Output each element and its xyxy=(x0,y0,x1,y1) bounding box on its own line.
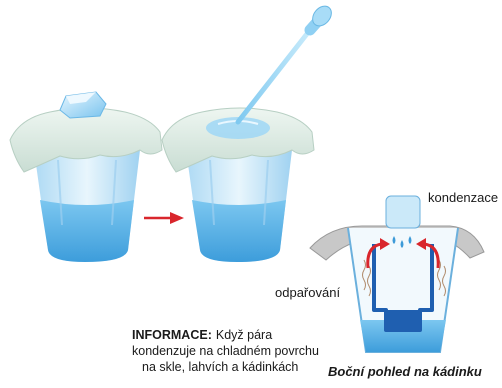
evaporation-label: odpařování xyxy=(275,285,340,300)
info-line-2: kondenzuje na chladném povrchu xyxy=(132,343,332,359)
transition-arrow xyxy=(144,212,184,224)
side-view-cross-section xyxy=(310,196,484,352)
info-heading: INFORMACE: xyxy=(132,328,212,342)
info-line-1: Když pára xyxy=(216,328,272,342)
water-left xyxy=(40,200,134,262)
ice-block xyxy=(386,196,420,228)
pipette xyxy=(238,2,335,122)
beaker-with-pipette xyxy=(162,2,335,262)
water-middle xyxy=(192,200,286,262)
info-box: INFORMACE: Když pára kondenzuje na chladn… xyxy=(132,327,332,375)
side-view-caption: Boční pohled na kádinku xyxy=(328,364,482,379)
info-line-3: na skle, lahvích a kádinkách xyxy=(132,359,332,375)
beaker-with-ice xyxy=(10,92,162,262)
condensation-label: kondenzace xyxy=(428,190,498,205)
